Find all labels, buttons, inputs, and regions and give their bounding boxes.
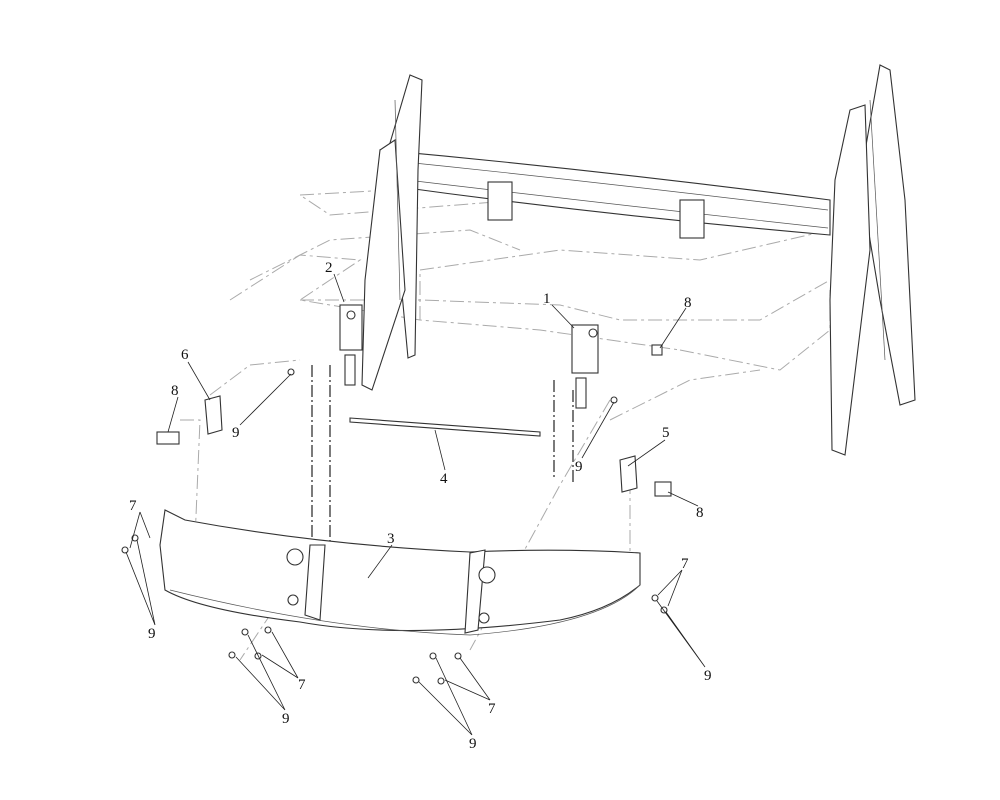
callout-9: 9: [704, 668, 712, 684]
callout-7: 7: [681, 556, 689, 572]
fasteners: [121, 344, 668, 685]
leader-lines: [125, 273, 706, 736]
callout-5: 5: [662, 425, 670, 441]
callout-8: 8: [684, 295, 692, 311]
callout-9: 9: [148, 626, 156, 642]
callout-labels: 1 2 3 4 5 6 7 7 7 7 8 8 8 9 9 9 9 9 9: [129, 260, 712, 752]
callout-9: 9: [232, 425, 240, 441]
bracket-part-6: [156, 395, 223, 445]
roof-frame: [361, 64, 916, 456]
callout-4: 4: [440, 471, 448, 487]
callout-7: 7: [488, 701, 496, 717]
bracket-part-2: [339, 304, 363, 386]
callout-6: 6: [181, 347, 189, 363]
bracket-part-5: [619, 455, 672, 497]
callout-9: 9: [469, 736, 477, 752]
callout-7: 7: [298, 677, 306, 693]
callout-8: 8: [171, 383, 179, 399]
callout-9: 9: [282, 711, 290, 727]
sun-visor-part-3: [159, 509, 641, 636]
callout-1: 1: [543, 291, 551, 307]
rod-part-4: [349, 417, 541, 437]
callout-8: 8: [696, 505, 704, 521]
callout-2: 2: [325, 260, 333, 276]
callout-7: 7: [129, 498, 137, 514]
bracket-part-1: [571, 324, 599, 409]
callout-3: 3: [387, 531, 395, 547]
callout-9: 9: [575, 459, 583, 475]
